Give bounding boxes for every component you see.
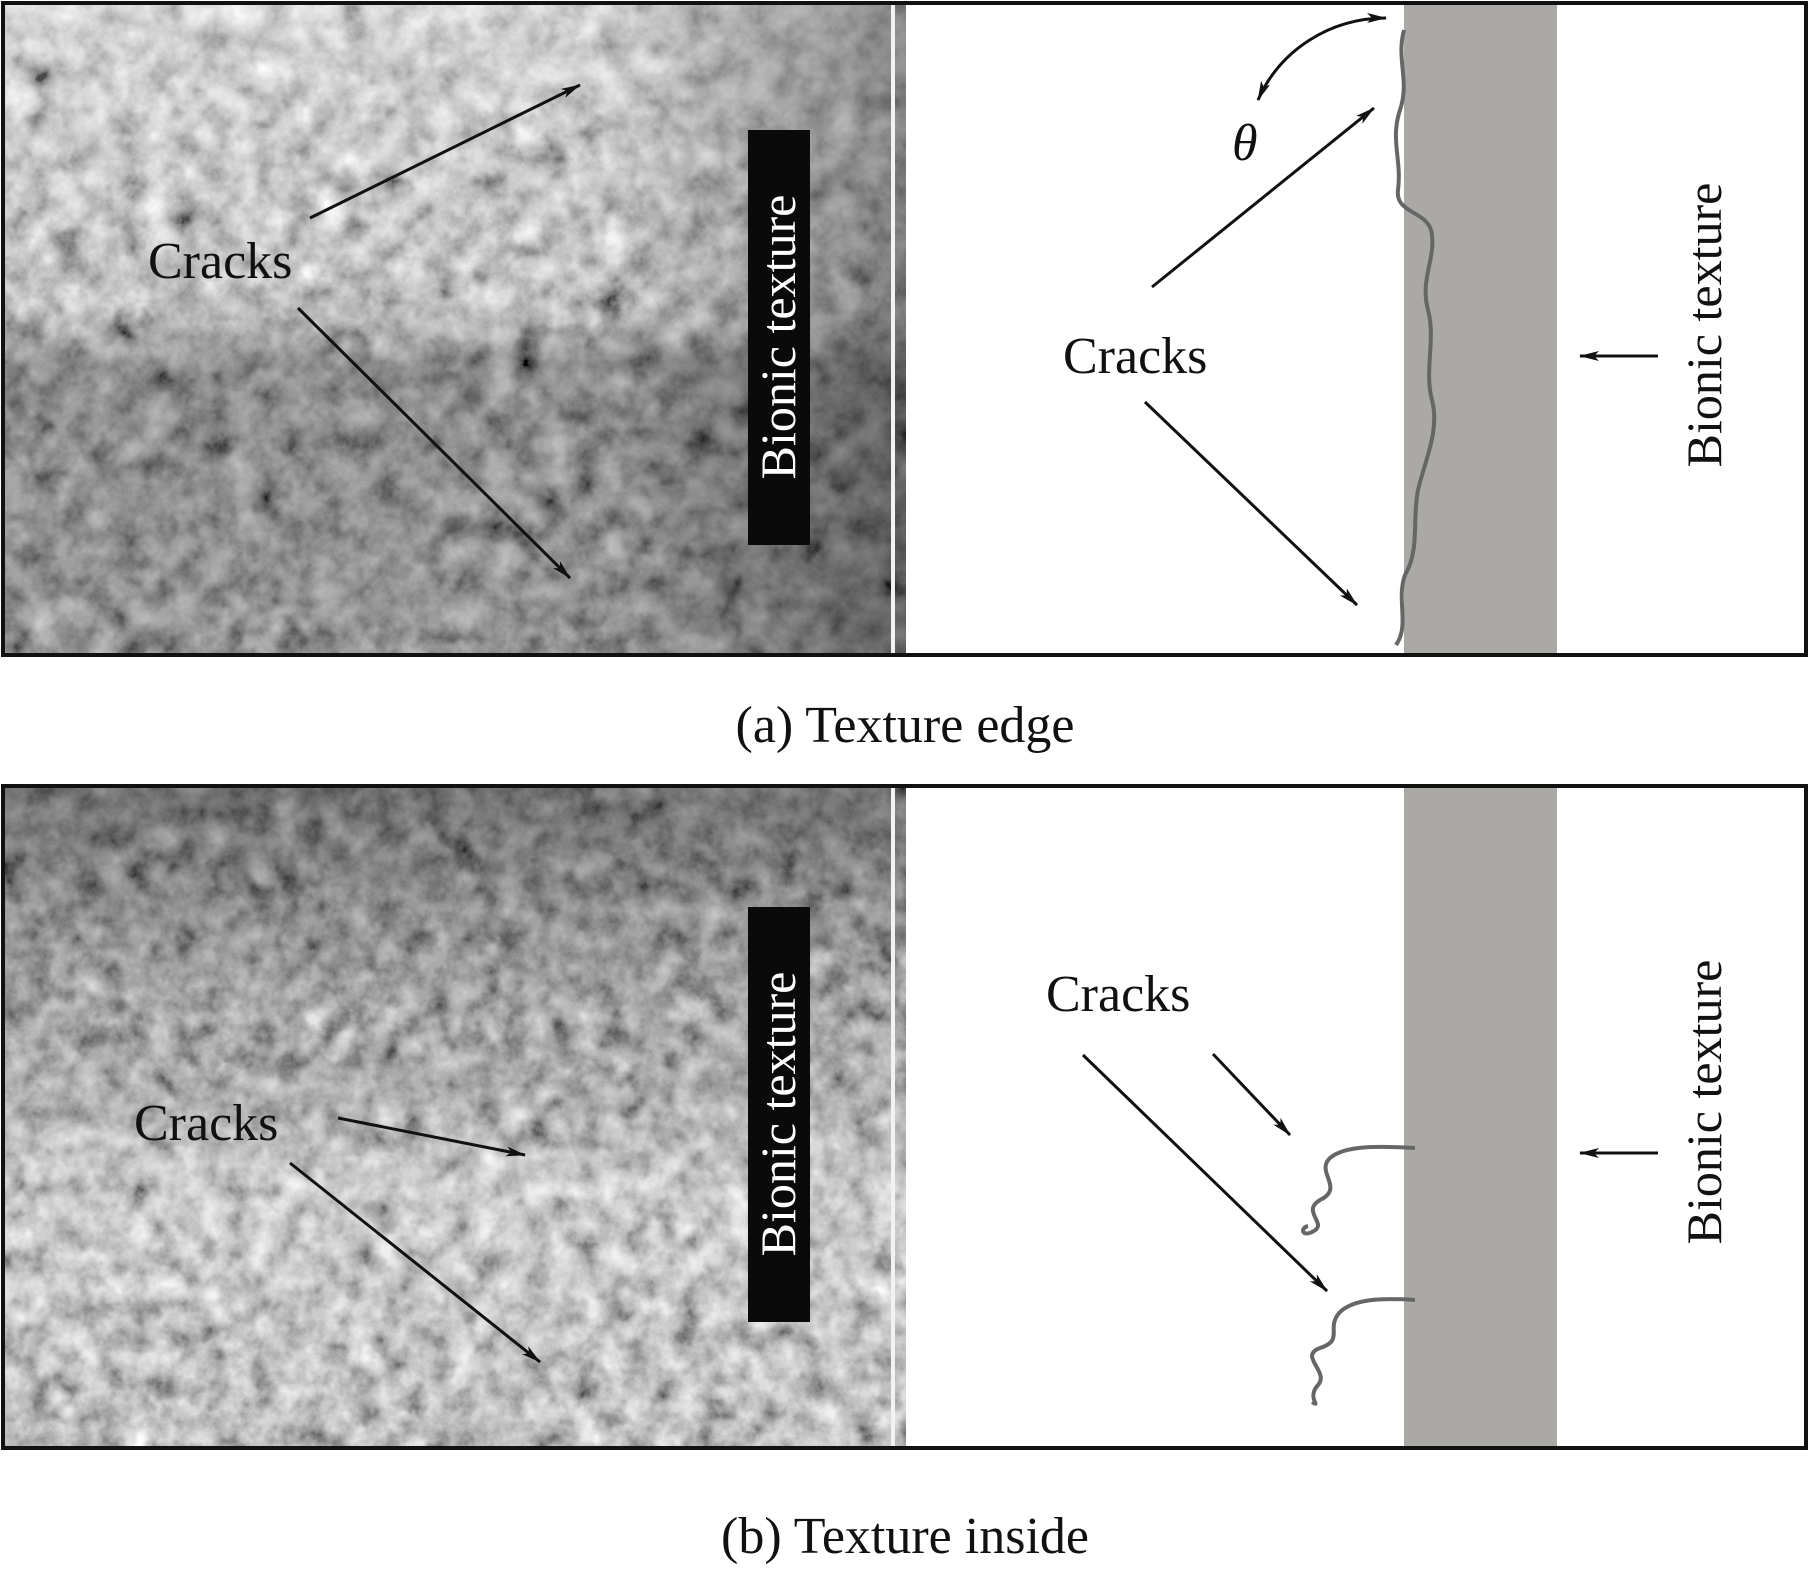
panel-a-photo-texture-label: Bionic texture xyxy=(750,195,806,480)
panel-b-texture-band xyxy=(1404,786,1557,1448)
crack-arrow xyxy=(1151,106,1375,289)
crack-arrow xyxy=(309,83,581,220)
panel-a-schematic: θ Cracks Bionic texture xyxy=(906,3,1806,655)
crack-arrow xyxy=(1143,400,1359,607)
panel-b-photo-cracks-label: Cracks xyxy=(134,1095,278,1152)
angle-symbol: θ xyxy=(1232,115,1258,172)
panel-a-schematic-texture-label: Bionic texture xyxy=(1676,183,1732,468)
crack-arrow xyxy=(289,1161,541,1364)
panel-b-schematic: Cracks Bionic texture xyxy=(906,786,1806,1448)
panel-a-schematic-cracks-label: Cracks xyxy=(1063,328,1207,385)
panel-b-schematic-cracks-label: Cracks xyxy=(1046,966,1190,1023)
crack-arrow xyxy=(337,1116,526,1157)
crack-line xyxy=(1310,1297,1416,1406)
crack-arrow xyxy=(1081,1053,1329,1293)
panel-b: Cracks Bionic texture Cracks Bionic text… xyxy=(1,784,1808,1565)
panel-b-photo-texture-label: Bionic texture xyxy=(750,972,806,1257)
panel-a-photo-arrows xyxy=(296,83,581,580)
crack-arrow xyxy=(296,306,572,580)
panel-b-schematic-texture-label: Bionic texture xyxy=(1676,960,1732,1245)
panel-b-photo: Cracks Bionic texture xyxy=(3,786,906,1448)
panel-a-photo: Cracks Bionic texture xyxy=(3,3,906,655)
crack-line xyxy=(1393,29,1437,647)
panel-a: Cracks Bionic texture θ Cracks Bionic te… xyxy=(1,1,1808,754)
crack-line xyxy=(1301,1144,1416,1236)
panel-a-caption: (a) Texture edge xyxy=(736,697,1075,754)
crack-arrow xyxy=(1211,1052,1292,1137)
panel-a-photo-cracks-label: Cracks xyxy=(148,233,292,290)
panel-b-caption: (b) Texture inside xyxy=(721,1508,1089,1565)
panel-a-photo-texture-label-box xyxy=(748,130,810,545)
angle-arc xyxy=(1256,13,1387,101)
panel-b-frame xyxy=(1,784,1808,1450)
panel-b-photo-texture-label-box xyxy=(748,907,810,1322)
panel-a-texture-band xyxy=(1404,3,1557,655)
panel-a-frame xyxy=(1,1,1808,657)
